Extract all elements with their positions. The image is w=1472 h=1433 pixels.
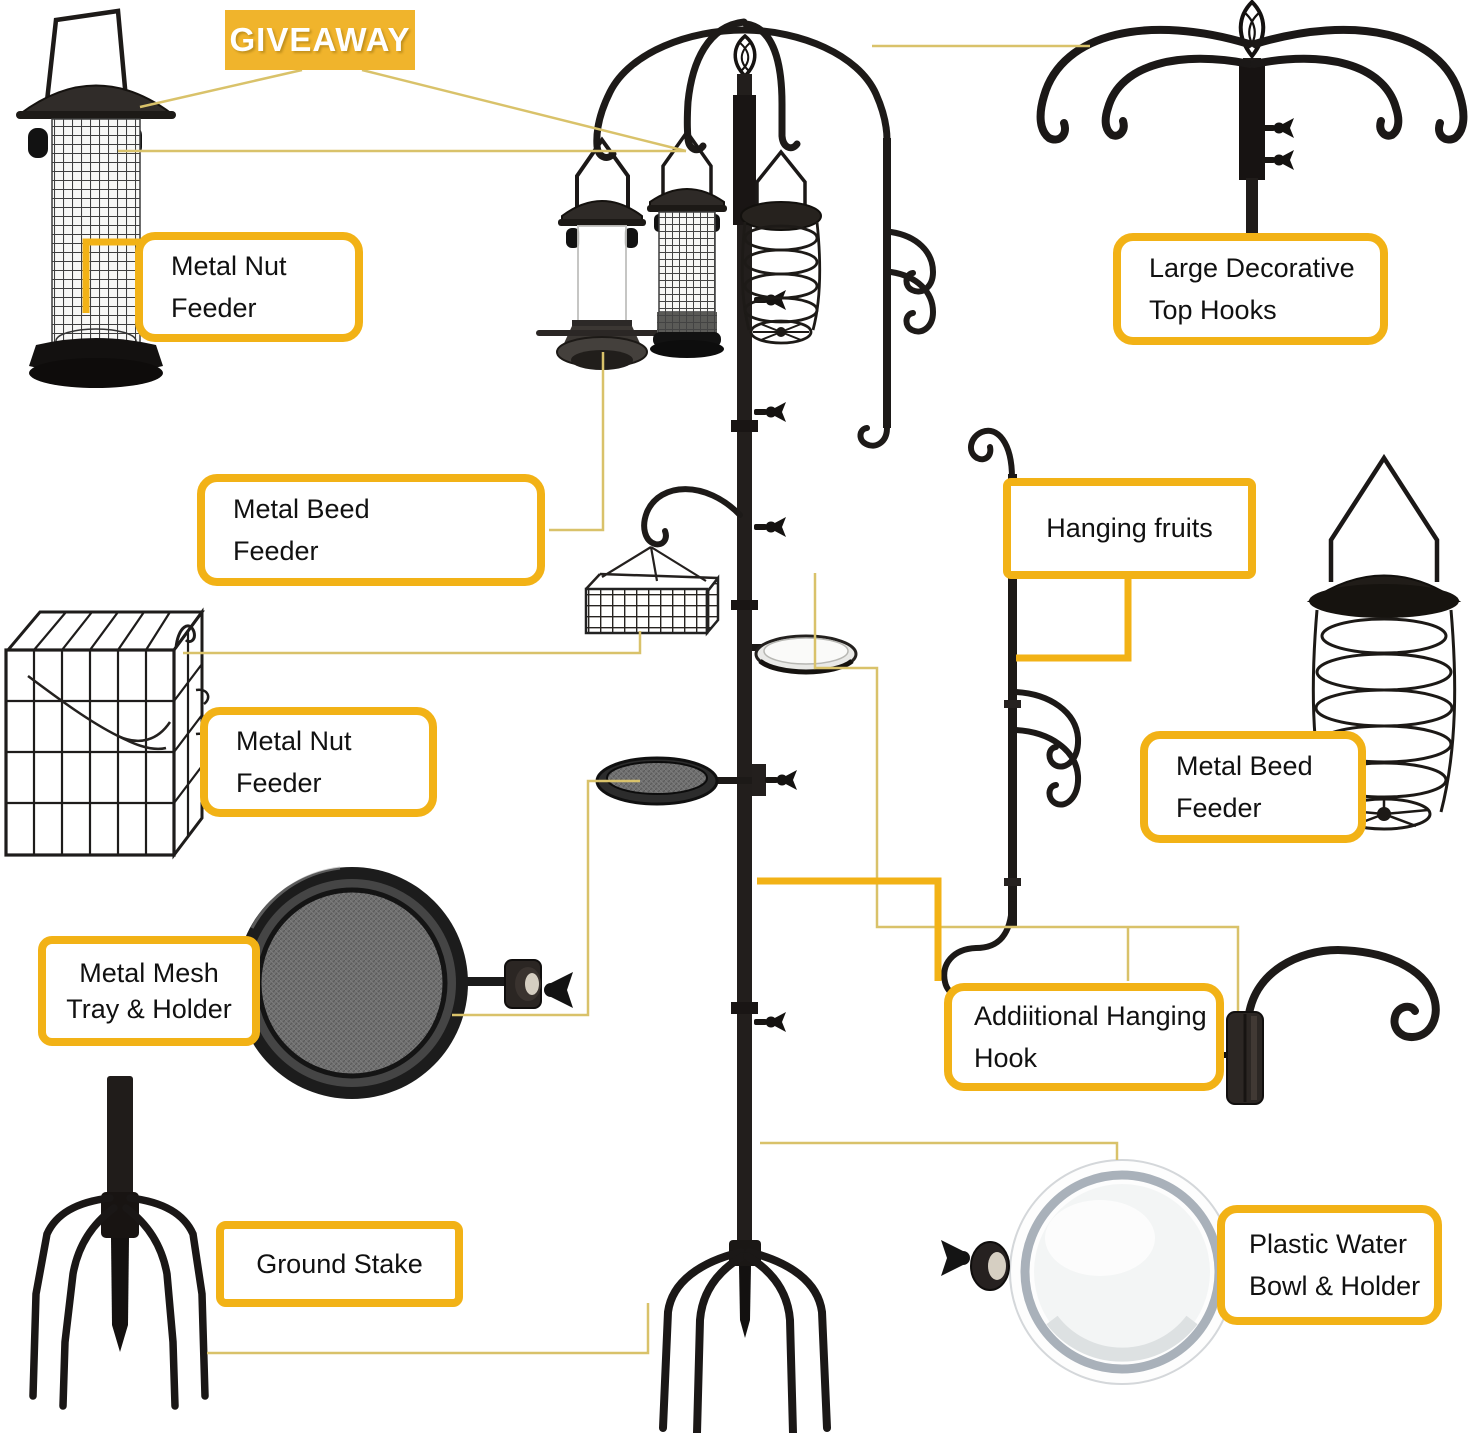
plastic-water-bowl	[941, 1159, 1235, 1385]
feeding-station-pole	[584, 18, 937, 1433]
label-line: Metal Mesh	[79, 957, 219, 988]
wire-cage-feeder	[4, 607, 210, 860]
pole-top-arms	[593, 18, 891, 161]
ring-feeder	[740, 149, 822, 345]
label-metal-mesh-tray: Metal Mesh Tray & Holder	[38, 936, 260, 1046]
label-additional-hanging-hook: Addiitional Hanging Hook	[944, 983, 1224, 1091]
pole-ground-base	[659, 1240, 831, 1433]
label-line: Hanging fruits	[1046, 513, 1213, 543]
label-line: Tray & Holder	[66, 993, 232, 1024]
label-line: Hook	[974, 1042, 1038, 1073]
hanging-wire-basket	[584, 546, 720, 637]
small-mesh-feeder	[647, 128, 727, 358]
label-line: Bowl & Holder	[1249, 1270, 1421, 1301]
label-line: Feeder	[233, 535, 319, 566]
label-line: Metal Beed	[1176, 750, 1313, 781]
label-line: Metal Beed	[233, 493, 370, 524]
label-ground-stake: Ground Stake	[216, 1221, 463, 1307]
label-line: Addiitional Hanging	[974, 1000, 1207, 1031]
right-ring-feeder	[1306, 453, 1462, 831]
water-dish	[752, 634, 858, 675]
label-metal-nut-feeder-mid: Metal Nut Feeder	[200, 707, 437, 817]
label-metal-beed-feeder-left: Metal Beed Feeder	[197, 474, 545, 586]
connector-lines-thin	[118, 44, 1240, 1355]
label-line: Large Decorative	[1149, 252, 1355, 283]
giveaway-badge: GIVEAWAY	[225, 10, 415, 70]
label-metal-nut-feeder-top: Metal Nut Feeder	[135, 232, 363, 342]
pole-mesh-tray	[595, 756, 766, 806]
label-line: Metal Nut	[236, 725, 352, 756]
upper-hanger-bar	[857, 138, 937, 449]
label-line: Plastic Water	[1249, 1228, 1408, 1259]
label-line: Feeder	[171, 292, 257, 323]
label-line: Feeder	[1176, 792, 1262, 823]
side-hook-arm	[641, 486, 743, 548]
connector-lines-thick	[82, 238, 1132, 981]
large-mesh-tray	[236, 866, 573, 1099]
seed-tube-feeder	[536, 136, 668, 370]
label-large-decorative-top-hooks: Large Decorative Top Hooks	[1113, 233, 1388, 345]
label-metal-beed-feeder-right: Metal Beed Feeder	[1140, 731, 1366, 843]
label-line: Metal Nut	[171, 250, 287, 281]
label-line: Feeder	[236, 767, 322, 798]
label-plastic-water-bowl: Plastic Water Bowl & Holder	[1217, 1205, 1442, 1325]
label-line: Ground Stake	[256, 1248, 423, 1279]
hanging-hook-bar	[941, 427, 1082, 998]
label-hanging-fruits: Hanging fruits	[1003, 478, 1256, 579]
ground-stake	[29, 1076, 209, 1410]
metal-nut-feeder	[16, 8, 176, 388]
label-line: Top Hooks	[1149, 294, 1277, 325]
decorative-top-hooks	[1036, 0, 1468, 236]
